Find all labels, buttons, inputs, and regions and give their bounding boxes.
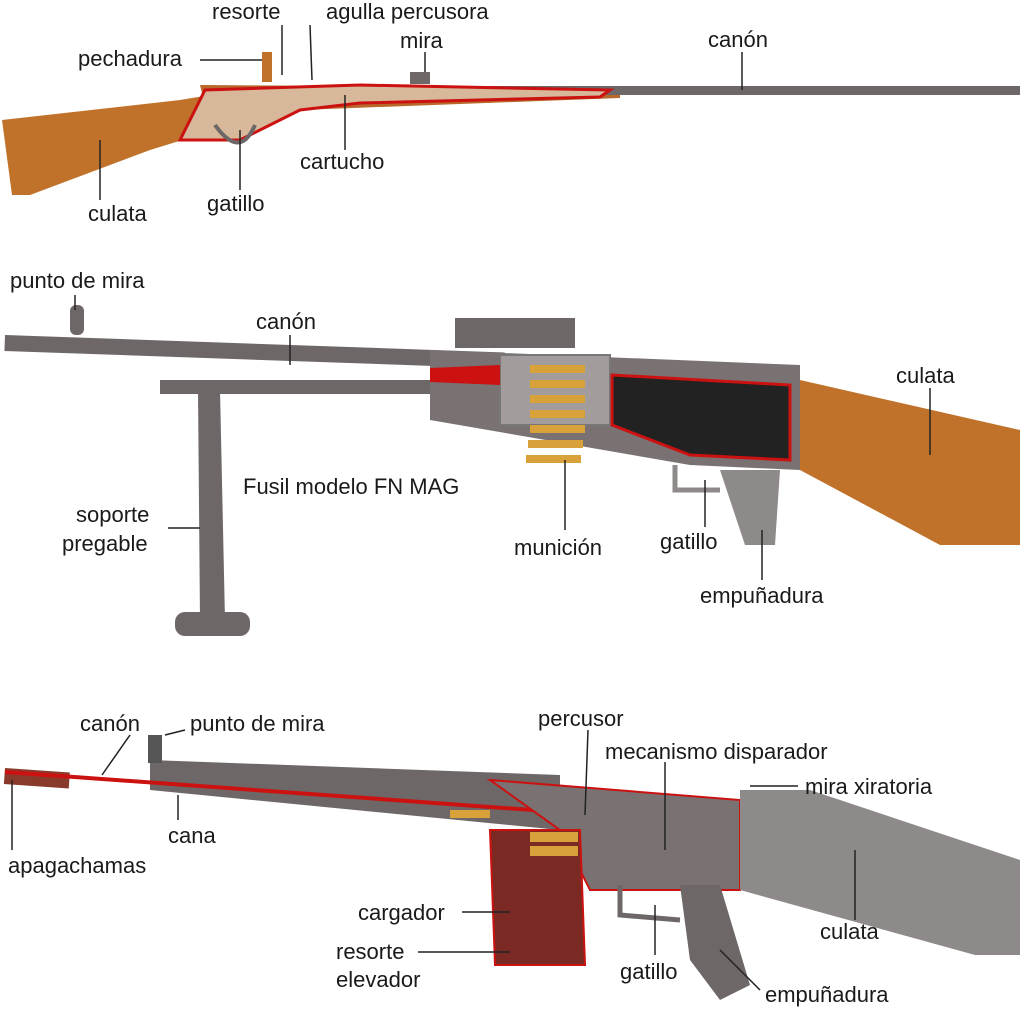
- rifle-3-magazine: [488, 829, 587, 966]
- rifle-1-trigger-guard: [213, 123, 257, 145]
- label-pregable: pregable: [62, 531, 148, 556]
- rifle-1-stock: [2, 95, 215, 195]
- label-soporte: soporte: [76, 502, 150, 527]
- rifle-2-trigger-guard: [672, 465, 720, 493]
- rifle-2-front-sight: [70, 305, 84, 335]
- rifle-2-gas-tube: [160, 380, 460, 394]
- label-cartucho: cartucho: [300, 149, 385, 174]
- rifle-2-bipod: [198, 390, 225, 620]
- label-mira: mira: [400, 28, 443, 53]
- label-punto-de-mira-3: punto de mira: [190, 711, 325, 736]
- label-gatillo-1: gatillo: [207, 191, 265, 216]
- rifle-2-bipod-foot: [175, 612, 250, 636]
- label-culata-1: culata: [88, 201, 147, 226]
- diagram-title-fn-mag: Fusil modelo FN MAG: [243, 474, 460, 499]
- label-canon-2: canón: [256, 309, 316, 334]
- rifle-2-bolt-cutaway: [610, 373, 792, 462]
- label-culata-2: culata: [896, 363, 955, 388]
- label-resorte: resorte: [336, 939, 405, 964]
- rifle-1-bolt-handle: [262, 52, 272, 82]
- label-gatillo-3: gatillo: [620, 959, 678, 984]
- rifle-3-front-sight: [148, 735, 162, 763]
- label-agulla-percusora: agulla percusora: [326, 0, 489, 24]
- rifle-3-handguard: [150, 760, 560, 830]
- label-mira-xiratoria: mira xiratoria: [805, 774, 933, 799]
- label-pechadura: pechadura: [78, 46, 182, 71]
- label-canon-1: canón: [708, 27, 768, 52]
- rifle-2-cover: [455, 318, 575, 348]
- rifle-3-cartridges: [450, 810, 578, 856]
- rifle-1-barrel: [300, 86, 1020, 95]
- label-empunadura-3: empuñadura: [765, 982, 889, 1007]
- label-municion: munición: [514, 535, 603, 560]
- label-culata-3: culata: [820, 919, 879, 944]
- label-gatillo-2: gatillo: [660, 529, 718, 554]
- label-canon-3: canón: [80, 711, 140, 736]
- label-percusor: percusor: [538, 706, 624, 731]
- rifle-2-ammo-belt: [526, 365, 585, 463]
- rifle-1-receiver-cutaway: [177, 83, 615, 142]
- rifle-2-barrel: [4, 335, 505, 369]
- rifle-1-drawing: [2, 52, 1020, 195]
- rifle-3-trigger-guard: [617, 885, 681, 923]
- label-elevador: elevador: [336, 967, 421, 992]
- rifle-2-stock: [800, 380, 1020, 545]
- label-cana: cana: [168, 823, 216, 848]
- rifle-2-grip: [720, 470, 780, 545]
- label-apagachamas: apagachamas: [8, 853, 147, 878]
- rifle-2-chamber-cutaway: [430, 365, 500, 385]
- label-empunadura-2: empuñadura: [700, 583, 824, 608]
- rifle-3-barrel: [4, 770, 561, 814]
- label-punto-de-mira-2: punto de mira: [10, 268, 145, 293]
- label-cargador: cargador: [358, 900, 445, 925]
- rifle-1-sight: [410, 72, 430, 84]
- rifle-3-grip: [680, 885, 750, 1000]
- rifle-2-drawing: [4, 305, 1020, 636]
- label-resorte: resorte: [212, 0, 281, 24]
- label-mecanismo-disparador: mecanismo disparador: [605, 739, 828, 764]
- leader-lines: [11, 24, 931, 991]
- rifle-3-stock: [740, 790, 1020, 955]
- rifle-3-drawing: [3, 735, 1020, 1000]
